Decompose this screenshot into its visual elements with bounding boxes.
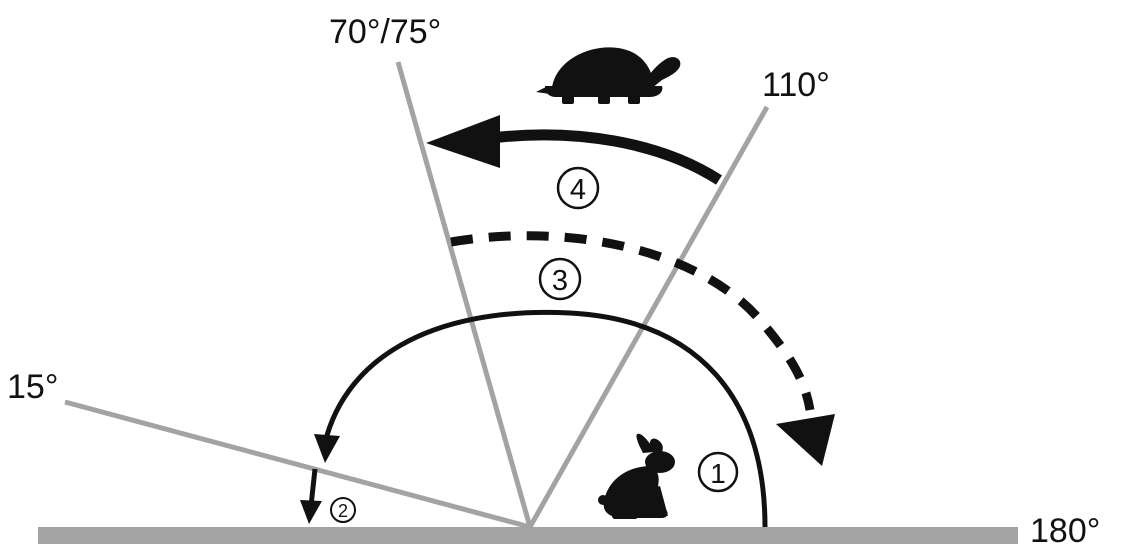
tortoise-icon [536, 47, 680, 104]
angle-label-110: 110° [762, 66, 830, 104]
step-3-marker: 3 [540, 259, 580, 299]
step-4-label: 4 [570, 174, 586, 206]
arc-2-arrowhead [300, 500, 322, 524]
hare-icon [598, 434, 675, 519]
step-4-marker: 4 [558, 168, 598, 208]
angle-label-15: 15° [7, 368, 58, 406]
step-2-label: 2 [338, 501, 348, 521]
step-2-marker: 2 [331, 498, 355, 522]
step-1-label: 1 [710, 458, 726, 489]
arc-4-solid [492, 135, 719, 180]
ray-15-degrees [65, 402, 530, 527]
angle-label-70-75: 70°/75° [329, 13, 441, 51]
arc-2-arrow [311, 469, 315, 506]
arc-3-arrowhead [776, 414, 835, 466]
arc-1-solid [323, 312, 765, 527]
step-1-marker: 1 [699, 453, 737, 491]
arc-4-arrowhead [426, 115, 500, 168]
step-3-label: 3 [552, 265, 568, 297]
angle-label-180: 180° [1030, 512, 1100, 544]
base-line [38, 527, 1018, 544]
arc-1-arrowhead [314, 434, 340, 463]
